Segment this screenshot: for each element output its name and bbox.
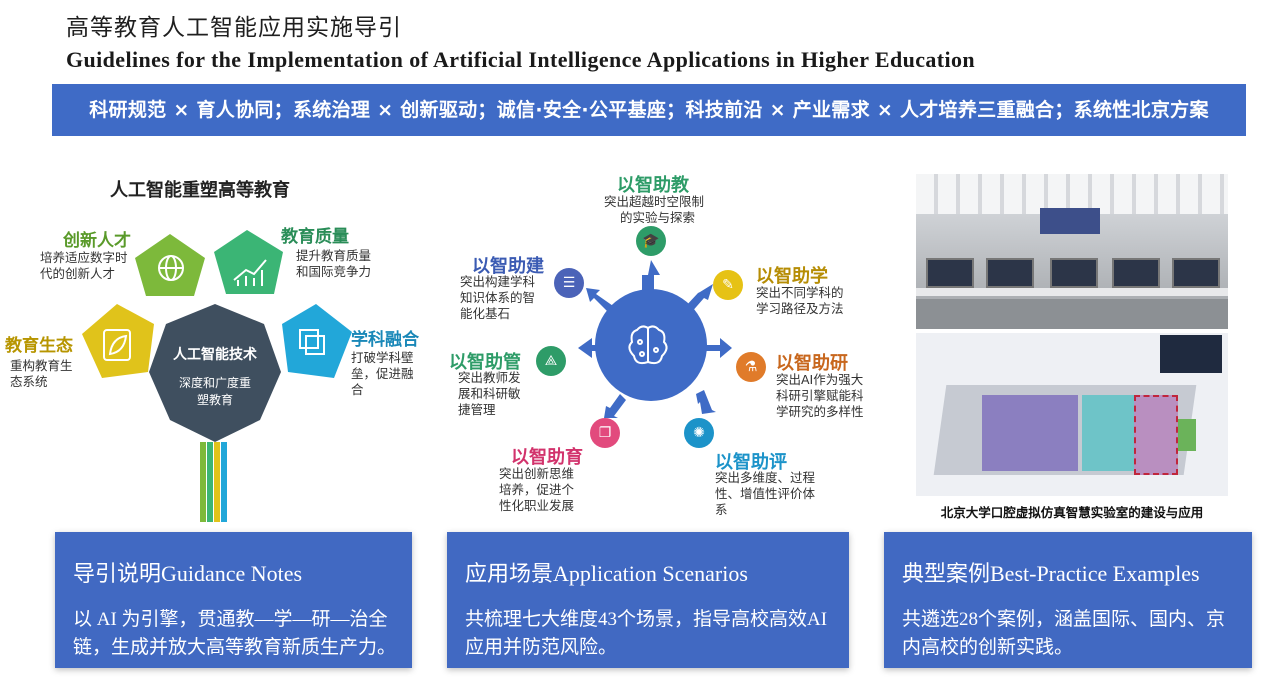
desc-manage-3: 捷管理 — [458, 402, 496, 417]
desc-build-1: 突出构建学科 — [460, 274, 536, 289]
desc-manage-1: 突出教师发 — [458, 370, 521, 385]
leaf-icon — [103, 329, 131, 361]
desc-evaluate-1: 突出多维度、过程 — [715, 470, 816, 485]
lab-floor — [916, 299, 1228, 329]
learn-icon: ✎ — [713, 270, 743, 300]
desc-manage-2: 展和科研敏 — [458, 386, 521, 401]
globe-icon — [158, 255, 184, 281]
center-desc-2: 塑教育 — [196, 393, 233, 407]
lab-photo — [916, 174, 1228, 329]
panel-cases: 典型案例Best-Practice Examples 共遴选28个案例，涵盖国际… — [884, 532, 1252, 668]
label-ecology: 教育生态 — [5, 336, 73, 356]
lab-monitor — [1050, 258, 1098, 288]
manage-icon: ⟁ — [536, 346, 566, 376]
desc-build-2: 知识体系的智 — [460, 290, 536, 305]
floorplan-zone-purple — [982, 395, 1078, 471]
lab-monitor — [1172, 258, 1220, 288]
panel-scenarios-body: 共梳理七大维度43个场景，指导高校高效AI应用并防范风险。 — [465, 609, 828, 658]
desc-teach-2: 的实验与探索 — [620, 210, 696, 225]
desc-quality-1: 提升教育质量 — [296, 248, 372, 263]
panel-cases-heading: 典型案例Best-Practice Examples — [902, 561, 1200, 586]
floorplan-zone-teal — [1082, 395, 1134, 471]
desc-build-3: 能化基石 — [460, 306, 511, 321]
panel-scenarios-heading: 应用场景Application Scenarios — [465, 561, 748, 586]
desc-learn-2: 学习路径及方法 — [756, 301, 844, 316]
lab-ceiling — [916, 174, 1228, 214]
desc-innovation-2: 代的创新人才 — [40, 266, 116, 281]
panel-guidance-heading: 导引说明Guidance Notes — [73, 561, 303, 586]
floorplan-dashboard — [1160, 335, 1222, 373]
desc-nurture-1: 突出创新思维 — [499, 466, 575, 481]
desc-evaluate-3: 系 — [715, 502, 728, 517]
label-nurture: 以智助育 — [511, 447, 583, 468]
lab-monitor — [986, 258, 1034, 288]
evaluate-icon: ✺ — [684, 418, 714, 448]
panel-cases-body: 共遴选28个案例，涵盖国际、国内、京内高校的创新实践。 — [902, 609, 1226, 658]
lab-monitor — [1112, 258, 1160, 288]
petal-innovation — [135, 234, 205, 296]
lab-monitor — [926, 258, 974, 288]
desc-quality-2: 和国际竞争力 — [296, 264, 372, 279]
hub-circle — [595, 289, 707, 401]
growth-chart-icon — [233, 259, 267, 286]
principles-banner: 科研规范 × 育人协同；系统治理 × 创新驱动；诚信·安全·公平基座；科技前沿 … — [52, 84, 1246, 136]
petal-quality — [214, 230, 283, 294]
desc-evaluate-2: 性、增值性评价体 — [715, 486, 816, 501]
center-label: 人工智能技术 — [173, 347, 257, 363]
brain-icon — [628, 325, 668, 365]
floorplan-zone-green — [1178, 419, 1196, 451]
label-learn: 以智助学 — [756, 266, 828, 287]
page-title-cn: 高等教育人工智能应用实施导引 — [66, 15, 402, 41]
label-evaluate: 以智助评 — [715, 452, 787, 473]
floorplan-zone-red — [1134, 395, 1178, 475]
label-integration: 学科融合 — [351, 330, 419, 350]
petal-ecology — [82, 304, 154, 378]
desc-ecology-1: 重构教育生 — [10, 358, 73, 373]
center-desc-1: 深度和广度重 — [178, 376, 251, 390]
label-innovation: 创新人才 — [63, 231, 131, 251]
label-manage: 以智助管 — [449, 352, 521, 373]
lab-desk — [916, 288, 1228, 296]
center-heptagon — [149, 304, 281, 442]
nurture-icon: ❐ — [590, 418, 620, 448]
label-build: 以智助建 — [472, 256, 544, 277]
page-title-en: Guidelines for the Implementation of Art… — [66, 47, 976, 72]
desc-innovation-1: 培养适应数字时 — [40, 250, 128, 265]
build-icon: ☰ — [554, 268, 584, 298]
desc-research-2: 科研引擎赋能科 — [776, 388, 864, 403]
stem-bars — [200, 442, 227, 522]
desc-teach-1: 突出超越时空限制 — [604, 194, 705, 209]
desc-integration-2: 垒，促进融 — [351, 366, 414, 381]
research-icon: ⚗ — [736, 352, 766, 382]
desc-learn-1: 突出不同学科的 — [756, 285, 844, 300]
desc-integration-1: 打破学科壁 — [351, 350, 414, 365]
ai-reshape-diagram — [82, 230, 352, 522]
layers-icon — [299, 329, 325, 355]
panel-guidance: 导引说明Guidance Notes 以 AI 为引擎，贯通教—学—研—治全链，… — [55, 532, 412, 668]
panel-scenarios: 应用场景Application Scenarios 共梳理七大维度43个场景，指… — [447, 532, 849, 668]
lab-floorplan — [916, 333, 1228, 496]
teach-icon: 🎓 — [636, 226, 666, 256]
label-research: 以智助研 — [776, 353, 848, 374]
lab-screen — [1040, 208, 1100, 234]
label-teach: 以智助教 — [617, 175, 689, 196]
scenario-hub-diagram — [578, 260, 732, 418]
case-caption: 北京大学口腔虚拟仿真智慧实验室的建设与应用 — [940, 505, 1204, 520]
panel-guidance-body: 以 AI 为引擎，贯通教—学—研—治全链，生成并放大高等教育新质生产力。 — [73, 609, 397, 658]
desc-research-3: 学研究的多样性 — [776, 404, 864, 419]
left-section-title: 人工智能重塑高等教育 — [110, 180, 290, 201]
label-quality: 教育质量 — [281, 227, 349, 247]
desc-research-1: 突出AI作为强大 — [776, 372, 864, 387]
desc-nurture-3: 性化职业发展 — [499, 498, 575, 513]
desc-nurture-2: 培养，促进个 — [499, 482, 575, 497]
desc-integration-3: 合 — [351, 382, 364, 397]
desc-ecology-2: 态系统 — [10, 374, 48, 389]
